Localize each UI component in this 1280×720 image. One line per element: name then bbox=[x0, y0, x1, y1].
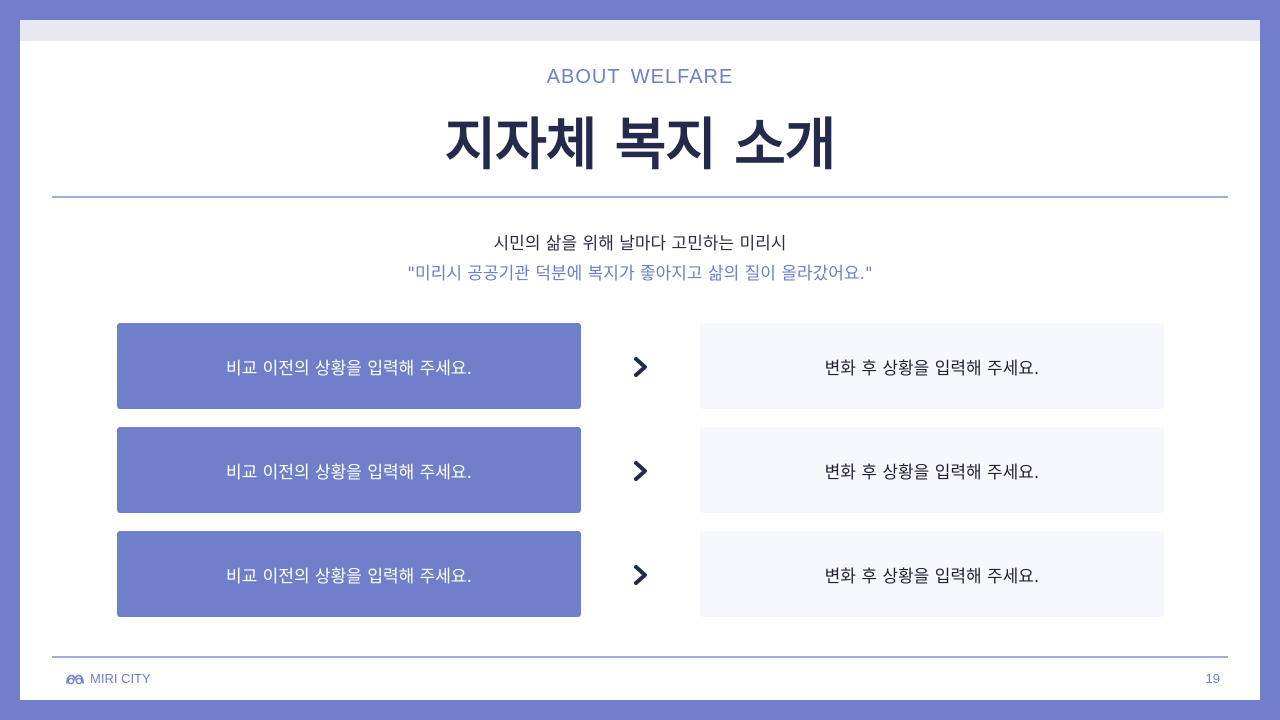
page-title: 지자체 복지 소개 bbox=[444, 113, 837, 178]
comparison-row: 비교 이전의 상황을 입력해 주세요. 변화 후 상황을 입력해 주세요. bbox=[117, 427, 1164, 513]
before-text: 비교 이전의 상황을 입력해 주세요. bbox=[226, 566, 472, 587]
after-box: 변화 후 상황을 입력해 주세요. bbox=[700, 531, 1164, 617]
before-box: 비교 이전의 상황을 입력해 주세요. bbox=[117, 323, 581, 409]
top-band bbox=[20, 20, 1260, 41]
after-box: 변화 후 상황을 입력해 주세요. bbox=[700, 323, 1164, 409]
brand-name: MIRI CITY bbox=[90, 670, 151, 686]
comparison-row: 비교 이전의 상황을 입력해 주세요. 변화 후 상황을 입력해 주세요. bbox=[117, 531, 1164, 617]
subtitle: 시민의 삶을 위해 날마다 고민하는 미리시 bbox=[493, 234, 787, 254]
footer-brand: MIRI CITY bbox=[65, 669, 151, 687]
bottom-divider bbox=[52, 656, 1228, 658]
before-box: 비교 이전의 상황을 입력해 주세요. bbox=[117, 427, 581, 513]
before-text: 비교 이전의 상황을 입력해 주세요. bbox=[226, 358, 472, 379]
after-text: 변화 후 상황을 입력해 주세요. bbox=[824, 462, 1040, 483]
after-text: 변화 후 상황을 입력해 주세요. bbox=[824, 566, 1040, 587]
before-box: 비교 이전의 상황을 입력해 주세요. bbox=[117, 531, 581, 617]
miri-city-logo-icon bbox=[66, 674, 84, 685]
testimonial-quote: "미리시 공공기관 덕분에 복지가 좋아지고 삶의 질이 올라갔어요." bbox=[407, 264, 873, 284]
chevron-right-icon bbox=[634, 357, 647, 377]
eyebrow-label: ABOUT WELFARE bbox=[546, 66, 734, 88]
top-divider bbox=[52, 196, 1228, 198]
after-text: 변화 후 상황을 입력해 주세요. bbox=[824, 358, 1040, 379]
after-box: 변화 후 상황을 입력해 주세요. bbox=[700, 427, 1164, 513]
page-number: 19 bbox=[1205, 671, 1220, 686]
chevron-right-icon bbox=[634, 461, 647, 481]
slide: ABOUT WELFARE 지자체 복지 소개 시민의 삶을 위해 날마다 고민… bbox=[20, 20, 1260, 700]
chevron-right-icon bbox=[634, 565, 647, 585]
before-text: 비교 이전의 상황을 입력해 주세요. bbox=[226, 462, 472, 483]
comparison-row: 비교 이전의 상황을 입력해 주세요. 변화 후 상황을 입력해 주세요. bbox=[117, 323, 1164, 409]
